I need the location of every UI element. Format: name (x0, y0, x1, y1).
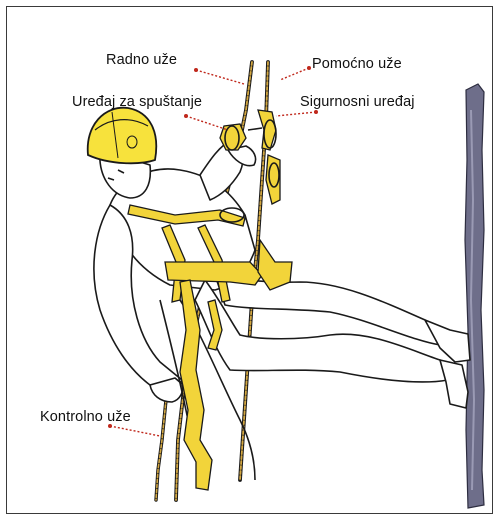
wall-icon (465, 84, 484, 508)
leader-sigurnosni (276, 112, 316, 116)
leader-radno (196, 70, 244, 84)
label-working-rope: Radno uže (106, 53, 177, 68)
leader-uredaj (186, 116, 228, 130)
leader-pomocno (280, 68, 309, 80)
label-descender: Uređaj za spuštanje (72, 95, 202, 110)
label-safety-device: Sigurnosni uređaj (300, 95, 415, 110)
label-control-rope: Kontrolno uže (40, 410, 131, 425)
rope-access-worker-icon (94, 140, 470, 480)
label-backup-rope: Pomoćno uže (312, 57, 402, 72)
leader-kontrolno (110, 426, 160, 436)
helmet-icon (88, 108, 157, 164)
